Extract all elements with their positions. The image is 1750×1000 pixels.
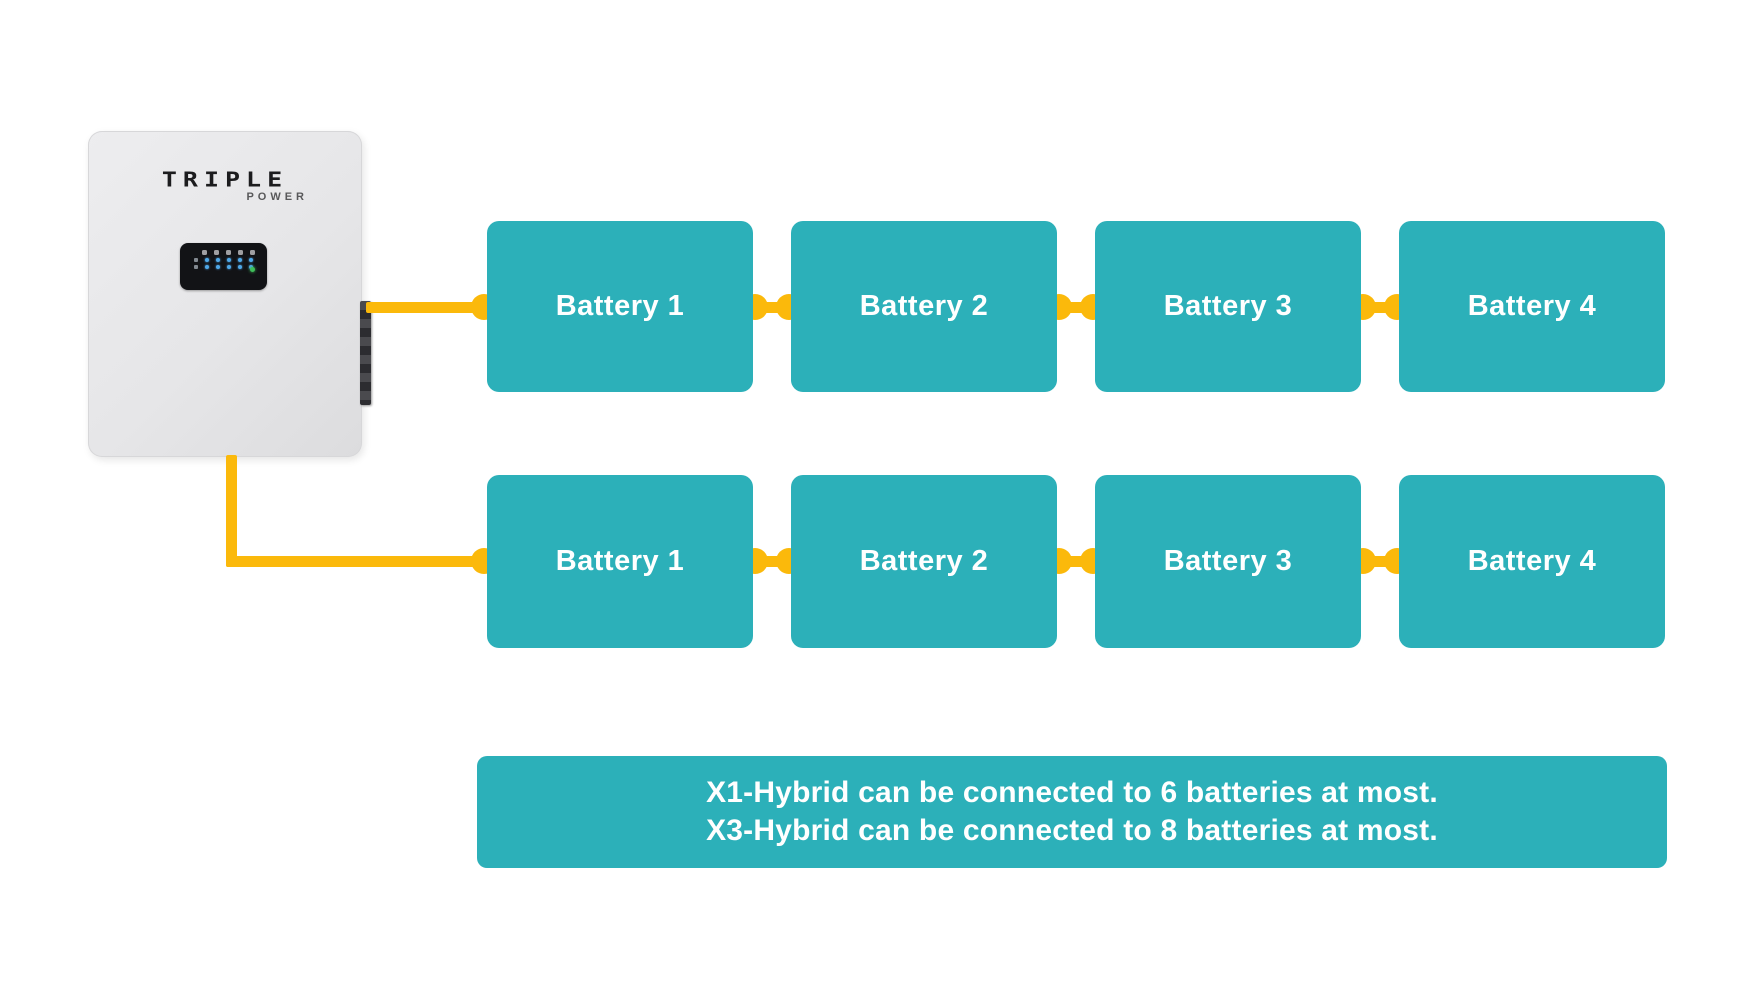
- led-indicator: [238, 265, 242, 269]
- led-row-top: [194, 258, 257, 262]
- battery-link: [1059, 556, 1093, 567]
- cable-device-to-row1: [366, 302, 484, 313]
- alarm-icon: [250, 250, 255, 255]
- battery-label: Battery 2: [859, 545, 989, 577]
- display-status-icons: [202, 250, 257, 255]
- battery-icon: [214, 250, 219, 255]
- battery-label: Battery 3: [1163, 290, 1293, 322]
- note-line-1: X1-Hybrid can be connected to 6 batterie…: [706, 776, 1438, 809]
- cable-device-down: [226, 455, 237, 567]
- battery-box: Battery 4: [1399, 475, 1665, 648]
- battery-box: Battery 3: [1095, 221, 1361, 392]
- battery-box: Battery 1: [487, 221, 753, 392]
- led-row-bottom: [194, 265, 257, 269]
- note-line-2: X3-Hybrid can be connected to 8 batterie…: [706, 814, 1438, 847]
- brand-logo: TRIPLE POWER: [88, 169, 362, 204]
- note-banner: X1-Hybrid can be connected to 6 batterie…: [477, 756, 1667, 868]
- led-indicator: [227, 258, 231, 262]
- battery-label: Battery 4: [1467, 290, 1597, 322]
- battery-box: Battery 1: [487, 475, 753, 648]
- battery-label: Battery 1: [555, 290, 685, 322]
- inverter-device: TRIPLE POWER: [88, 131, 371, 457]
- battery-label: Battery 2: [859, 290, 989, 322]
- battery-label: Battery 1: [555, 545, 685, 577]
- battery-box: Battery 2: [791, 221, 1057, 392]
- battery-link: [1363, 556, 1397, 567]
- brand-subtitle: POWER: [246, 191, 308, 203]
- battery-box: Battery 3: [1095, 475, 1361, 648]
- led-indicator: [238, 258, 242, 262]
- battery-link: [1059, 302, 1093, 313]
- battery-link: [755, 556, 789, 567]
- grid-icon: [238, 250, 243, 255]
- brand-name: TRIPLE: [161, 167, 289, 192]
- battery-label: Battery 3: [1163, 545, 1293, 577]
- led-indicator: [205, 258, 209, 262]
- power-led: [250, 267, 255, 272]
- device-display-panel: [180, 243, 267, 290]
- led-indicator: [249, 258, 253, 262]
- led-indicator: [227, 265, 231, 269]
- led-indicator: [205, 265, 209, 269]
- charge-icon: [226, 250, 231, 255]
- battery-box: Battery 2: [791, 475, 1057, 648]
- led-indicator: [216, 258, 220, 262]
- battery-link: [755, 302, 789, 313]
- sun-icon: [202, 250, 207, 255]
- battery-link: [1363, 302, 1397, 313]
- cable-to-row2: [226, 556, 484, 567]
- led-indicator: [216, 265, 220, 269]
- device-side-connector: [360, 301, 371, 405]
- battery-label: Battery 4: [1467, 545, 1597, 577]
- battery-box: Battery 4: [1399, 221, 1665, 392]
